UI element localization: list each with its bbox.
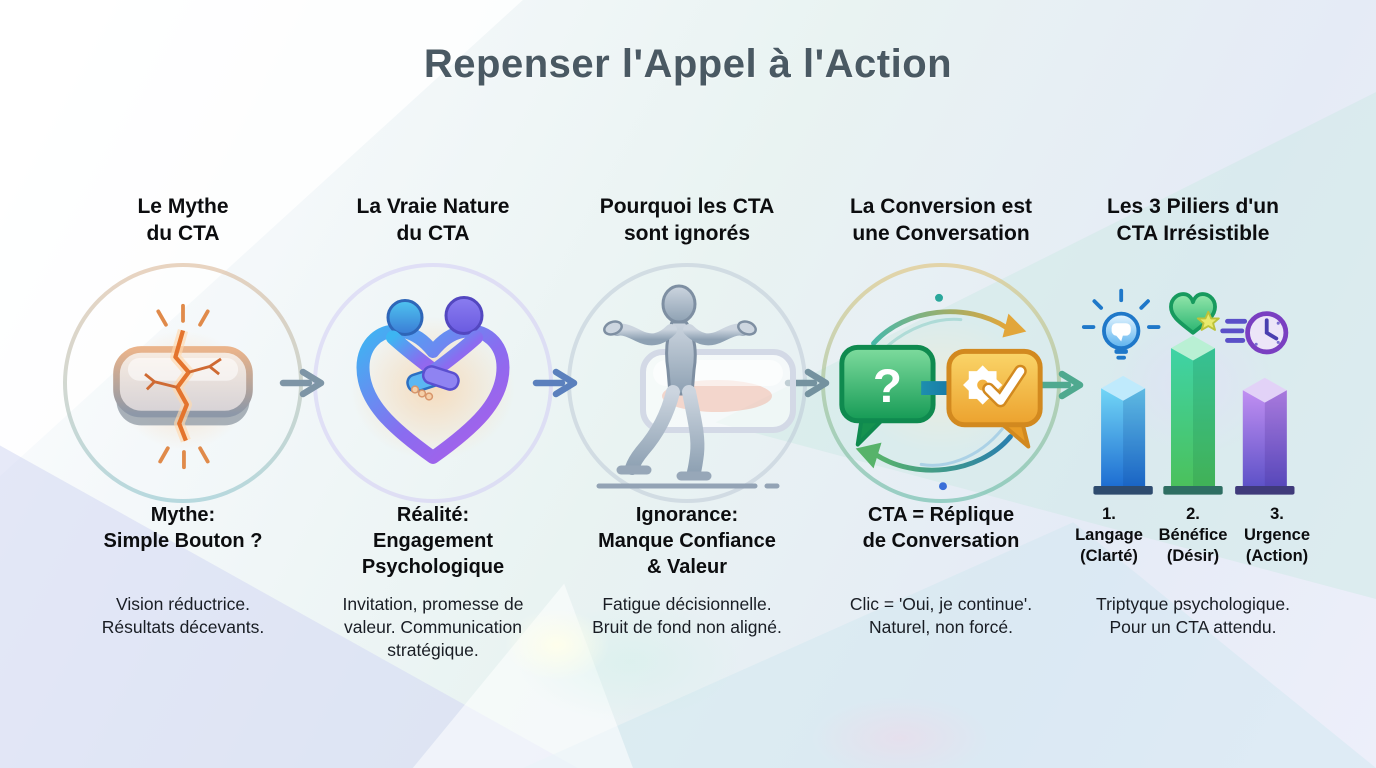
column-header: Pourquoi les CTA sont ignorés — [599, 195, 775, 245]
column-le-mythe-du-cta: Le Mythe du CTA — [53, 0, 313, 768]
pillar-number: 2. — [1186, 505, 1200, 523]
column-conversion-conversation: La Conversion est une Conversation — [811, 0, 1071, 768]
pillar-name: Langage — [1075, 526, 1143, 544]
column-description: Vision réductrice. Résultats décevants. — [101, 594, 265, 637]
column-header: La Vraie Nature du CTA — [356, 195, 510, 245]
conversation-loop-icon: ? — [822, 285, 1060, 497]
pillar-quality: (Action) — [1245, 547, 1309, 565]
column-header: Les 3 Piliers d'un CTA Irrésistible — [1107, 195, 1279, 245]
pillar-number: 3. — [1270, 505, 1284, 523]
column-vraie-nature-du-cta: La Vraie Nature du CTA — [303, 0, 563, 768]
column-description: Fatigue décisionnelle. Bruit de fond non… — [592, 594, 782, 637]
column-description: Invitation, promesse de valeur. Communic… — [342, 594, 524, 660]
page-title: Repenser l'Appel à l'Action — [423, 42, 953, 86]
pillar-quality: (Clarté) — [1080, 547, 1138, 565]
pillar-label-langage: 1. Langage (Clarté) — [1067, 504, 1151, 567]
column-trois-piliers: Les 3 Piliers d'un CTA Irrésistible — [1063, 0, 1323, 768]
column-description: Triptyque psychologique. Pour un CTA att… — [1096, 594, 1290, 637]
broken-button-icon — [88, 298, 278, 474]
pillar-labels: 1. Langage (Clarté) 2. Bénéfice (Désir) … — [1055, 504, 1331, 567]
column-subtitle: Mythe: Simple Bouton ? — [103, 504, 263, 552]
pillar-quality: (Désir) — [1166, 547, 1220, 565]
column-cta-ignores: Pourquoi les CTA sont ignorés — [557, 0, 817, 768]
column-description: Clic = 'Oui, je continue'. Naturel, non … — [849, 594, 1033, 637]
shrugging-person-icon — [577, 276, 797, 494]
pillar-label-urgence: 3. Urgence (Action) — [1235, 504, 1319, 567]
pillar-name: Bénéfice — [1158, 526, 1228, 544]
svg-text:?: ? — [873, 360, 902, 413]
pillar-number: 1. — [1102, 505, 1116, 523]
column-header: La Conversion est une Conversation — [849, 195, 1033, 245]
column-header: Le Mythe du CTA — [137, 195, 229, 245]
pillar-label-benefice: 2. Bénéfice (Désir) — [1151, 504, 1235, 567]
column-subtitle: Réalité: Engagement Psychologique — [361, 504, 505, 578]
handshake-heart-icon — [333, 283, 533, 488]
pillar-name: Urgence — [1243, 526, 1311, 544]
column-subtitle: Ignorance: Manque Confiance & Valeur — [598, 504, 776, 578]
three-pillars-icon — [1078, 283, 1308, 508]
column-subtitle: CTA = Réplique de Conversation — [862, 504, 1020, 552]
